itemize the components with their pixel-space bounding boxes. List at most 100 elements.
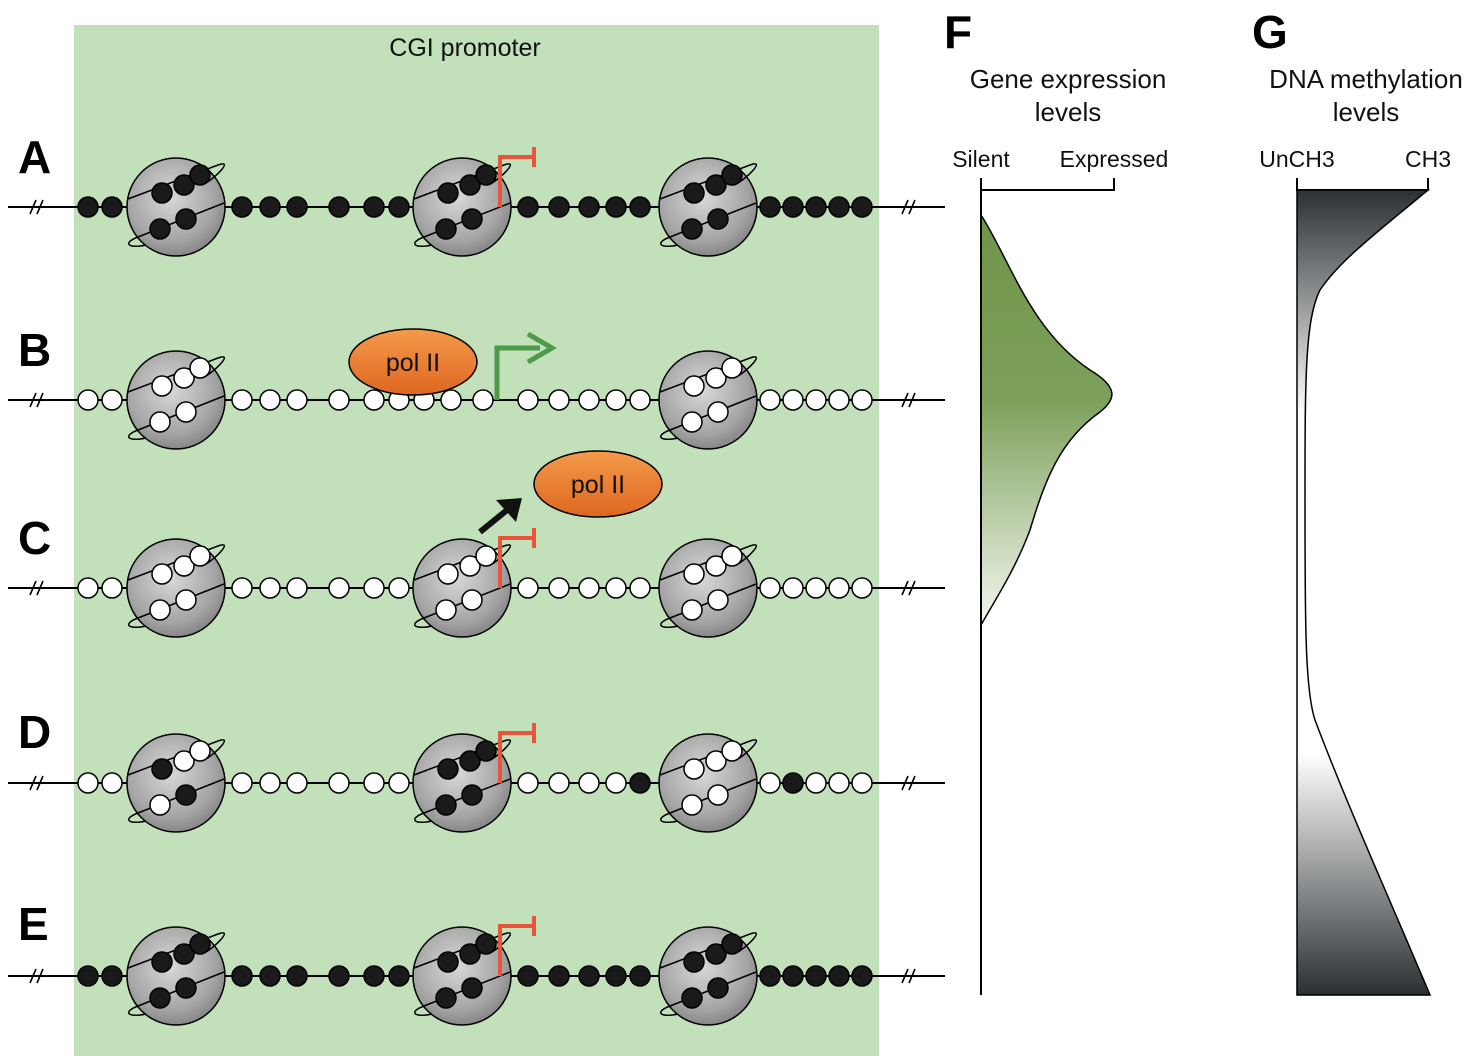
dna-wrap [659, 739, 758, 776]
nucleosome [412, 157, 512, 257]
unmethylated-cpg [231, 389, 253, 411]
dna-wrap [413, 932, 512, 969]
nucleosome [126, 157, 226, 257]
methylated-cpg [459, 174, 481, 196]
methylated-cpg [828, 196, 850, 218]
methylated-cpg [459, 943, 481, 965]
unmethylated-cpg [388, 772, 410, 794]
unmethylated-cpg [286, 389, 308, 411]
unmethylated-cpg [259, 772, 281, 794]
methylated-cpg [231, 965, 253, 987]
panel-letter-f: F [944, 6, 972, 58]
expression-axis-right: Expressed [1060, 146, 1169, 172]
unmethylated-cpg [681, 411, 703, 433]
nucleosome [126, 733, 226, 833]
methylated-cpg [681, 218, 703, 240]
unmethylated-cpg [151, 563, 173, 585]
unmethylated-cpg [705, 367, 727, 389]
unmethylated-cpg [173, 367, 195, 389]
unmethylated-cpg [189, 545, 211, 567]
strand-break-mark [901, 392, 916, 408]
dna-wrap [413, 163, 512, 200]
unmethylated-cpg [578, 577, 600, 599]
unmethylated-cpg [782, 577, 804, 599]
methylated-cpg [681, 987, 703, 1009]
unmethylated-cpg [629, 577, 651, 599]
dna-wrap [659, 356, 758, 393]
unmethylated-cpg [259, 389, 281, 411]
unmethylated-cpg [578, 772, 600, 794]
unmethylated-cpg [707, 401, 729, 423]
methylated-cpg [721, 933, 743, 955]
methylated-cpg [151, 951, 173, 973]
unmethylated-cpg [437, 563, 459, 585]
unmethylated-cpg [629, 389, 651, 411]
unmethylated-cpg [77, 772, 99, 794]
methylated-cpg [475, 740, 497, 762]
methylation-title-line1: DNA methylation [1269, 64, 1463, 94]
methylated-cpg [437, 182, 459, 204]
unmethylated-cpg [828, 389, 850, 411]
unmethylated-cpg [363, 389, 385, 411]
dna-row-d: D [8, 706, 945, 833]
methylated-cpg [437, 951, 459, 973]
pol-ii-label: pol II [386, 349, 440, 377]
unmethylated-cpg [149, 411, 171, 433]
methylated-cpg [629, 772, 651, 794]
methylated-cpg [475, 933, 497, 955]
unmethylated-cpg [828, 772, 850, 794]
methylated-cpg [721, 164, 743, 186]
unmethylated-cpg [707, 784, 729, 806]
strand-break-mark [29, 968, 44, 984]
nucleosome [658, 926, 758, 1026]
strand-break-mark [901, 580, 916, 596]
unmethylated-cpg [759, 577, 781, 599]
methylated-cpg [782, 772, 804, 794]
panel-dna-methylation: G DNA methylation levels UnCH3 CH3 [1252, 6, 1463, 996]
strand-break-mark [29, 392, 44, 408]
unmethylated-cpg [683, 563, 705, 585]
nucleosome [658, 538, 758, 638]
unmethylated-cpg [286, 772, 308, 794]
methylation-axis-left: UnCH3 [1259, 146, 1334, 172]
unmethylated-cpg [605, 772, 627, 794]
methylated-cpg [77, 965, 99, 987]
strand-break-mark [901, 968, 916, 984]
methylated-cpg [578, 196, 600, 218]
dna-wrap [413, 544, 512, 581]
methylated-cpg [683, 182, 705, 204]
nucleosome [658, 157, 758, 257]
methylated-cpg [705, 943, 727, 965]
unmethylated-cpg [707, 589, 729, 611]
unmethylated-cpg [721, 740, 743, 762]
methylated-cpg [286, 196, 308, 218]
unmethylated-cpg [173, 555, 195, 577]
methylated-cpg [231, 196, 253, 218]
methylated-cpg [151, 182, 173, 204]
methylated-cpg [328, 196, 350, 218]
unmethylated-cpg [149, 794, 171, 816]
unmethylated-cpg [578, 389, 600, 411]
expression-title-line1: Gene expression [970, 64, 1167, 94]
nucleosome [658, 350, 758, 450]
methylated-cpg [707, 208, 729, 230]
methylated-cpg [435, 218, 457, 240]
unmethylated-cpg [475, 545, 497, 567]
methylated-cpg [189, 164, 211, 186]
dna-wrap [127, 163, 226, 200]
strand-break-mark [29, 199, 44, 215]
unmethylated-cpg [517, 577, 539, 599]
dna-wrap [127, 356, 226, 393]
row-letter: D [18, 706, 51, 758]
strand-break-mark [901, 775, 916, 791]
methylated-cpg [189, 933, 211, 955]
methylated-cpg [578, 965, 600, 987]
unmethylated-cpg [805, 772, 827, 794]
unmethylated-cpg [759, 772, 781, 794]
row-letter: A [18, 131, 51, 183]
unmethylated-cpg [721, 357, 743, 379]
unmethylated-cpg [328, 577, 350, 599]
methylated-cpg [629, 965, 651, 987]
methylated-cpg [805, 196, 827, 218]
